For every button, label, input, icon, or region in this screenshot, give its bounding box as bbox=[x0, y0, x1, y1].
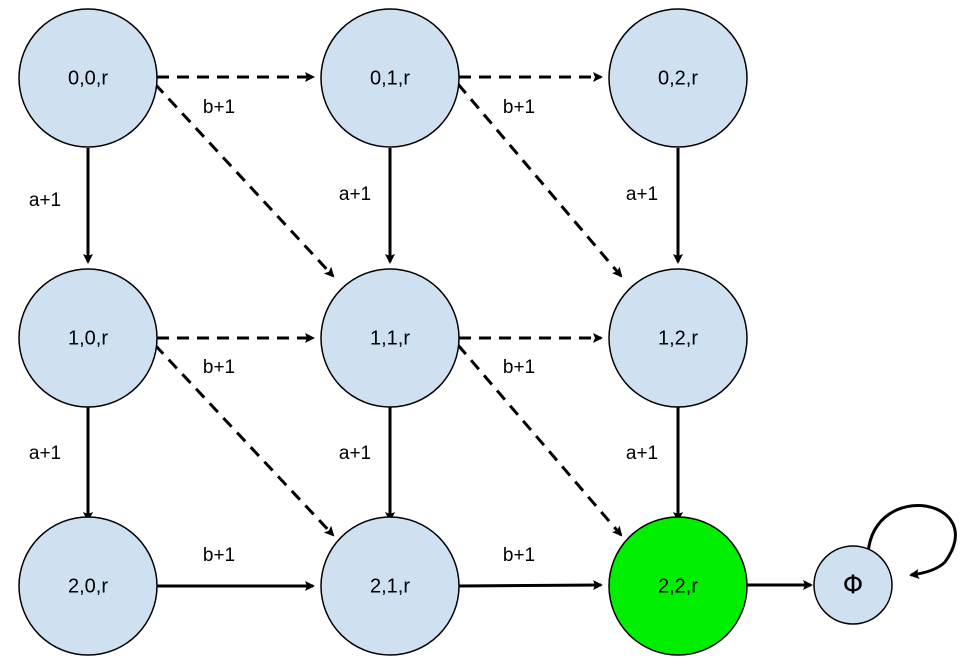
node-circle bbox=[18, 516, 158, 656]
node-label: 2,1,r bbox=[370, 575, 410, 597]
node-label: Φ bbox=[843, 571, 863, 601]
node-circle bbox=[608, 8, 748, 148]
node-0-2-r: 0,2,r bbox=[608, 8, 748, 148]
node-label: 0,1,r bbox=[370, 67, 410, 89]
edge-label-a-inc: a+1 bbox=[29, 190, 61, 211]
edge-label-b-inc: b+1 bbox=[503, 545, 535, 566]
node-2-1-r: 2,1,r bbox=[320, 516, 460, 656]
node-label: 1,1,r bbox=[370, 327, 410, 349]
node-1-0-r: 1,0,r bbox=[18, 268, 158, 408]
node-circle bbox=[813, 545, 893, 625]
edge-label-b-inc: b+1 bbox=[203, 545, 235, 566]
edge-label-b-inc: b+1 bbox=[203, 97, 235, 118]
node-1-2-r: 1,2,r bbox=[608, 268, 748, 408]
node-0-1-r: 0,1,r bbox=[320, 8, 460, 148]
edge-label-a-inc: a+1 bbox=[626, 184, 658, 205]
edge-label-a-inc: a+1 bbox=[339, 184, 371, 205]
node-circle-accept bbox=[608, 516, 748, 656]
edge-label-b-inc: b+1 bbox=[503, 357, 535, 378]
edge-10-21 bbox=[153, 343, 335, 537]
node-2-2-r: 2,2,r bbox=[608, 516, 748, 656]
edge-label-a-inc: a+1 bbox=[339, 443, 371, 464]
edge-phi-loop bbox=[866, 504, 957, 579]
edge-label-b-inc: b+1 bbox=[203, 357, 235, 378]
node-label: 2,2,r bbox=[658, 575, 698, 597]
edge-label-a-inc: a+1 bbox=[29, 443, 61, 464]
node-circle bbox=[320, 8, 460, 148]
edge-21-22 bbox=[458, 580, 603, 591]
edge-01-12 bbox=[456, 83, 623, 278]
node-label: 0,0,r bbox=[68, 67, 108, 89]
edge-11-22 bbox=[456, 344, 623, 537]
edge-label-b-inc: b+1 bbox=[503, 97, 535, 118]
node-phi: Φ bbox=[813, 545, 893, 625]
node-circle bbox=[608, 268, 748, 408]
node-circle bbox=[320, 516, 460, 656]
node-label: 1,0,r bbox=[68, 327, 108, 349]
node-label: 1,2,r bbox=[658, 327, 698, 349]
edge-label-a-inc: a+1 bbox=[626, 443, 658, 464]
edge-00-11 bbox=[153, 82, 335, 278]
node-label: 0,2,r bbox=[658, 67, 698, 89]
node-circle bbox=[320, 268, 460, 408]
node-2-0-r: 2,0,r bbox=[18, 516, 158, 656]
node-1-1-r: 1,1,r bbox=[320, 268, 460, 408]
node-circle bbox=[18, 8, 158, 148]
node-circle bbox=[18, 268, 158, 408]
node-label: 2,0,r bbox=[68, 575, 108, 597]
node-0-0-r: 0,0,r bbox=[18, 8, 158, 148]
